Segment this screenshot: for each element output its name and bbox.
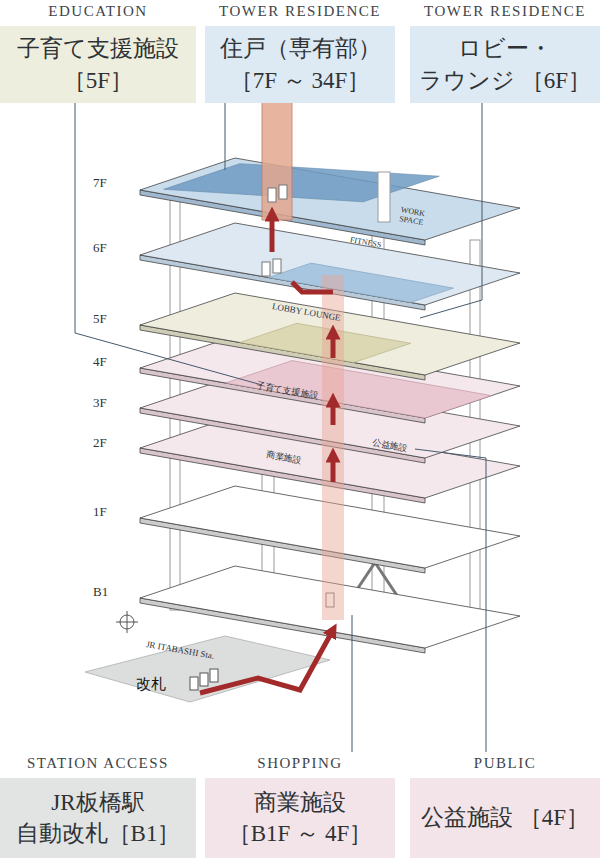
ticket-gate (200, 673, 208, 686)
category-heading: PUBLIC (410, 752, 600, 774)
category-heading: TOWER RESIDENCE (205, 0, 395, 22)
route-arrow (270, 214, 275, 252)
category-heading: STATION ACCESS (0, 752, 196, 774)
category-label: ロビー・ラウンジ ［6F］ (410, 26, 600, 103)
route-arrow (292, 282, 333, 292)
escalator-shaft (322, 275, 344, 620)
category-box: PUBLIC 公益施設 ［4F］ (410, 752, 600, 858)
category-box: TOWER RESIDENCE 住戸（専有部） ［7F ～ 34F］ (205, 0, 395, 103)
residence-tower (262, 95, 292, 220)
floor-label: 6F (93, 241, 107, 255)
leader-line (225, 103, 226, 170)
category-heading: EDUCATION (0, 0, 196, 22)
category-box: EDUCATION 子育て支援施設 ［5F］ (0, 0, 196, 103)
floor-label: 1F (93, 505, 107, 519)
route-arrow (200, 630, 333, 693)
residence-area (164, 164, 440, 202)
category-label: JR板橋駅 自動改札［B1］ (0, 778, 196, 858)
route-arrow (331, 332, 336, 358)
category-label: 商業施設 ［B1F ～ 4F］ (205, 778, 395, 858)
leader-line (75, 103, 262, 385)
route-arrow (331, 455, 336, 482)
tower-column (378, 172, 390, 222)
compass-symbol (127, 611, 128, 633)
public-area (226, 361, 492, 418)
ticket-gate (210, 669, 218, 682)
category-label: 住戸（専有部） ［7F ～ 34F］ (205, 26, 395, 103)
category-box: SHOPPING 商業施設 ［B1F ～ 4F］ (205, 752, 395, 858)
category-heading: TOWER RESIDENCE (410, 0, 600, 22)
elevator (279, 185, 287, 199)
floor-label: 改札 (136, 676, 166, 693)
elevator (273, 259, 281, 273)
floor-label: 5F (93, 312, 107, 326)
category-label: 公益施設 ［4F］ (410, 778, 600, 858)
floor-label: 3F (93, 396, 107, 410)
floor-label: 4F (93, 355, 107, 369)
leader-line (352, 615, 353, 752)
leader-line (420, 103, 482, 318)
floor-plate (140, 158, 520, 240)
floor-label: B1 (93, 585, 108, 599)
lobby-area (268, 263, 453, 302)
category-box: TOWER RESIDENCE ロビー・ラウンジ ［6F］ (410, 0, 600, 103)
floor-label: 2F (93, 436, 107, 450)
category-heading: SHOPPING (205, 752, 395, 774)
elevator (262, 262, 270, 276)
route-arrow (331, 400, 336, 425)
category-label: 子育て支援施設 ［5F］ (0, 26, 196, 103)
leader-line (415, 449, 486, 752)
category-box: STATION ACCESS JR板橋駅 自動改札［B1］ (0, 752, 196, 858)
elevator (268, 188, 276, 202)
floor-plate (140, 223, 520, 305)
floor-label: 7F (93, 176, 107, 190)
ticket-gate (190, 677, 198, 690)
